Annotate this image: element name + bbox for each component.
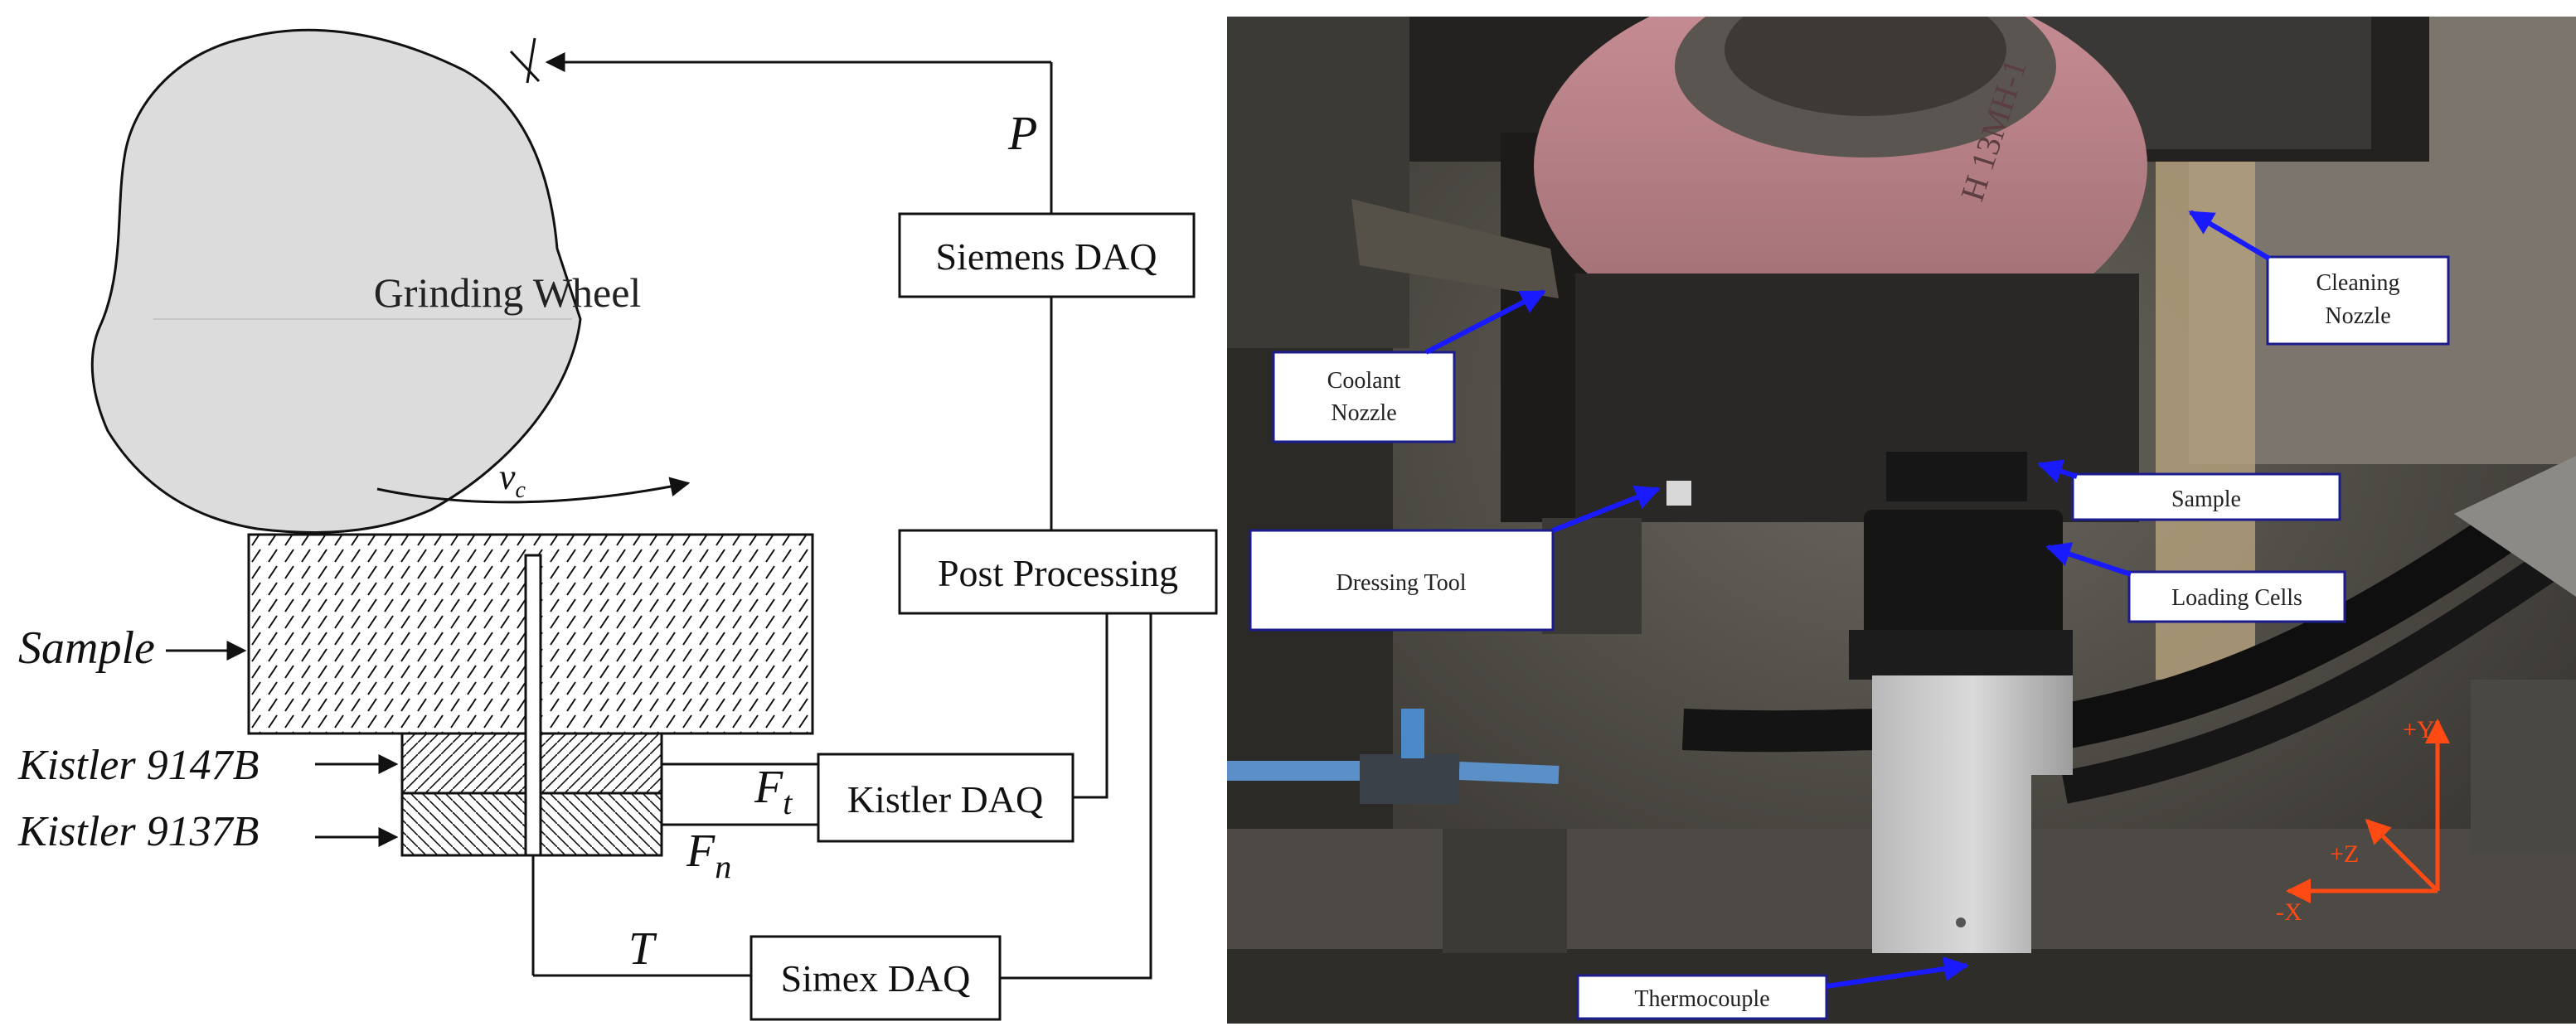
svg-text:Nozzle: Nozzle bbox=[1331, 400, 1396, 426]
rotation-arrow bbox=[376, 477, 691, 504]
power-signal-label: P bbox=[1007, 106, 1037, 160]
tangential-force-label: Ft bbox=[754, 762, 793, 821]
axis-pos-z: +Z bbox=[2330, 840, 2359, 868]
simex-daq-label: Simex DAQ bbox=[781, 957, 971, 1000]
svg-text:Loading Cells: Loading Cells bbox=[2171, 585, 2302, 611]
thermocouple-channel bbox=[524, 554, 542, 857]
wheel-label: Grinding Wheel bbox=[374, 269, 642, 316]
kistler-lower-label: Kistler 9137B bbox=[17, 808, 259, 855]
sample-label: Sample bbox=[18, 622, 155, 674]
simex-daq-box bbox=[750, 935, 1002, 1021]
svg-text:Thermocouple: Thermocouple bbox=[1634, 986, 1769, 1012]
cleaning-arrow bbox=[2188, 210, 2271, 261]
kistler-upper-label: Kistler 9147B bbox=[17, 742, 259, 789]
dressing-arrow bbox=[1551, 485, 1661, 533]
coolant-nozzle-shape bbox=[1351, 199, 1559, 298]
svg-text:Nozzle: Nozzle bbox=[2325, 303, 2390, 329]
axis-neg-x: -X bbox=[2276, 898, 2302, 926]
photo-panel: H 13MH-1 bbox=[1227, 17, 2576, 1024]
dressing-tool-shape bbox=[1542, 518, 1642, 634]
loading-cell-shape bbox=[1864, 510, 2063, 659]
callout-thermocouple: Thermocouple bbox=[1576, 974, 1828, 1020]
callout-sample: Sample bbox=[2071, 472, 2341, 521]
siemens-daq-label: Siemens DAQ bbox=[935, 235, 1157, 278]
axes-triad: +Y +Z -X bbox=[2276, 716, 2450, 926]
kistler-daq-label: Kistler DAQ bbox=[847, 778, 1043, 821]
svg-text:Sample: Sample bbox=[2171, 487, 2241, 512]
fixture-block bbox=[1872, 675, 2073, 953]
svg-text:Dressing Tool: Dressing Tool bbox=[1337, 570, 1467, 596]
siemens-daq-box bbox=[898, 212, 1196, 298]
callout-dressing-tool: Dressing Tool bbox=[1249, 529, 1555, 632]
normal-force-label: Fn bbox=[686, 825, 731, 885]
schematic-panel: Grinding Wheel vc P Siemens DAQ Post Pro… bbox=[17, 28, 1218, 1021]
post-processing-label: Post Processing bbox=[938, 552, 1178, 594]
simex-to-post-wire bbox=[1000, 613, 1152, 980]
speed-symbol: vc bbox=[499, 457, 526, 503]
callout-cleaning-nozzle: Cleaning Nozzle bbox=[2266, 255, 2450, 346]
sample-arrow-photo bbox=[2037, 459, 2078, 483]
cut-mark-icon bbox=[509, 50, 541, 83]
callout-loading-cells: Loading Cells bbox=[2127, 570, 2346, 623]
axis-pos-y: +Y bbox=[2403, 716, 2435, 743]
coolant-arrow bbox=[1424, 289, 1546, 355]
svg-text:Cleaning: Cleaning bbox=[2316, 270, 2399, 296]
callout-coolant-nozzle: Coolant Nozzle bbox=[1272, 351, 1456, 443]
kistler-to-post-wire bbox=[1073, 613, 1109, 799]
svg-text:Coolant: Coolant bbox=[1327, 368, 1401, 394]
thermocouple-arrow bbox=[1826, 956, 1969, 989]
temperature-signal-label: T bbox=[628, 923, 657, 975]
post-processing-box bbox=[898, 529, 1218, 615]
loading-arrow bbox=[2045, 542, 2132, 577]
grinding-wheel-shape bbox=[90, 28, 582, 534]
cable-shape bbox=[2044, 462, 2576, 753]
sample-holder-shape bbox=[1886, 452, 2027, 501]
